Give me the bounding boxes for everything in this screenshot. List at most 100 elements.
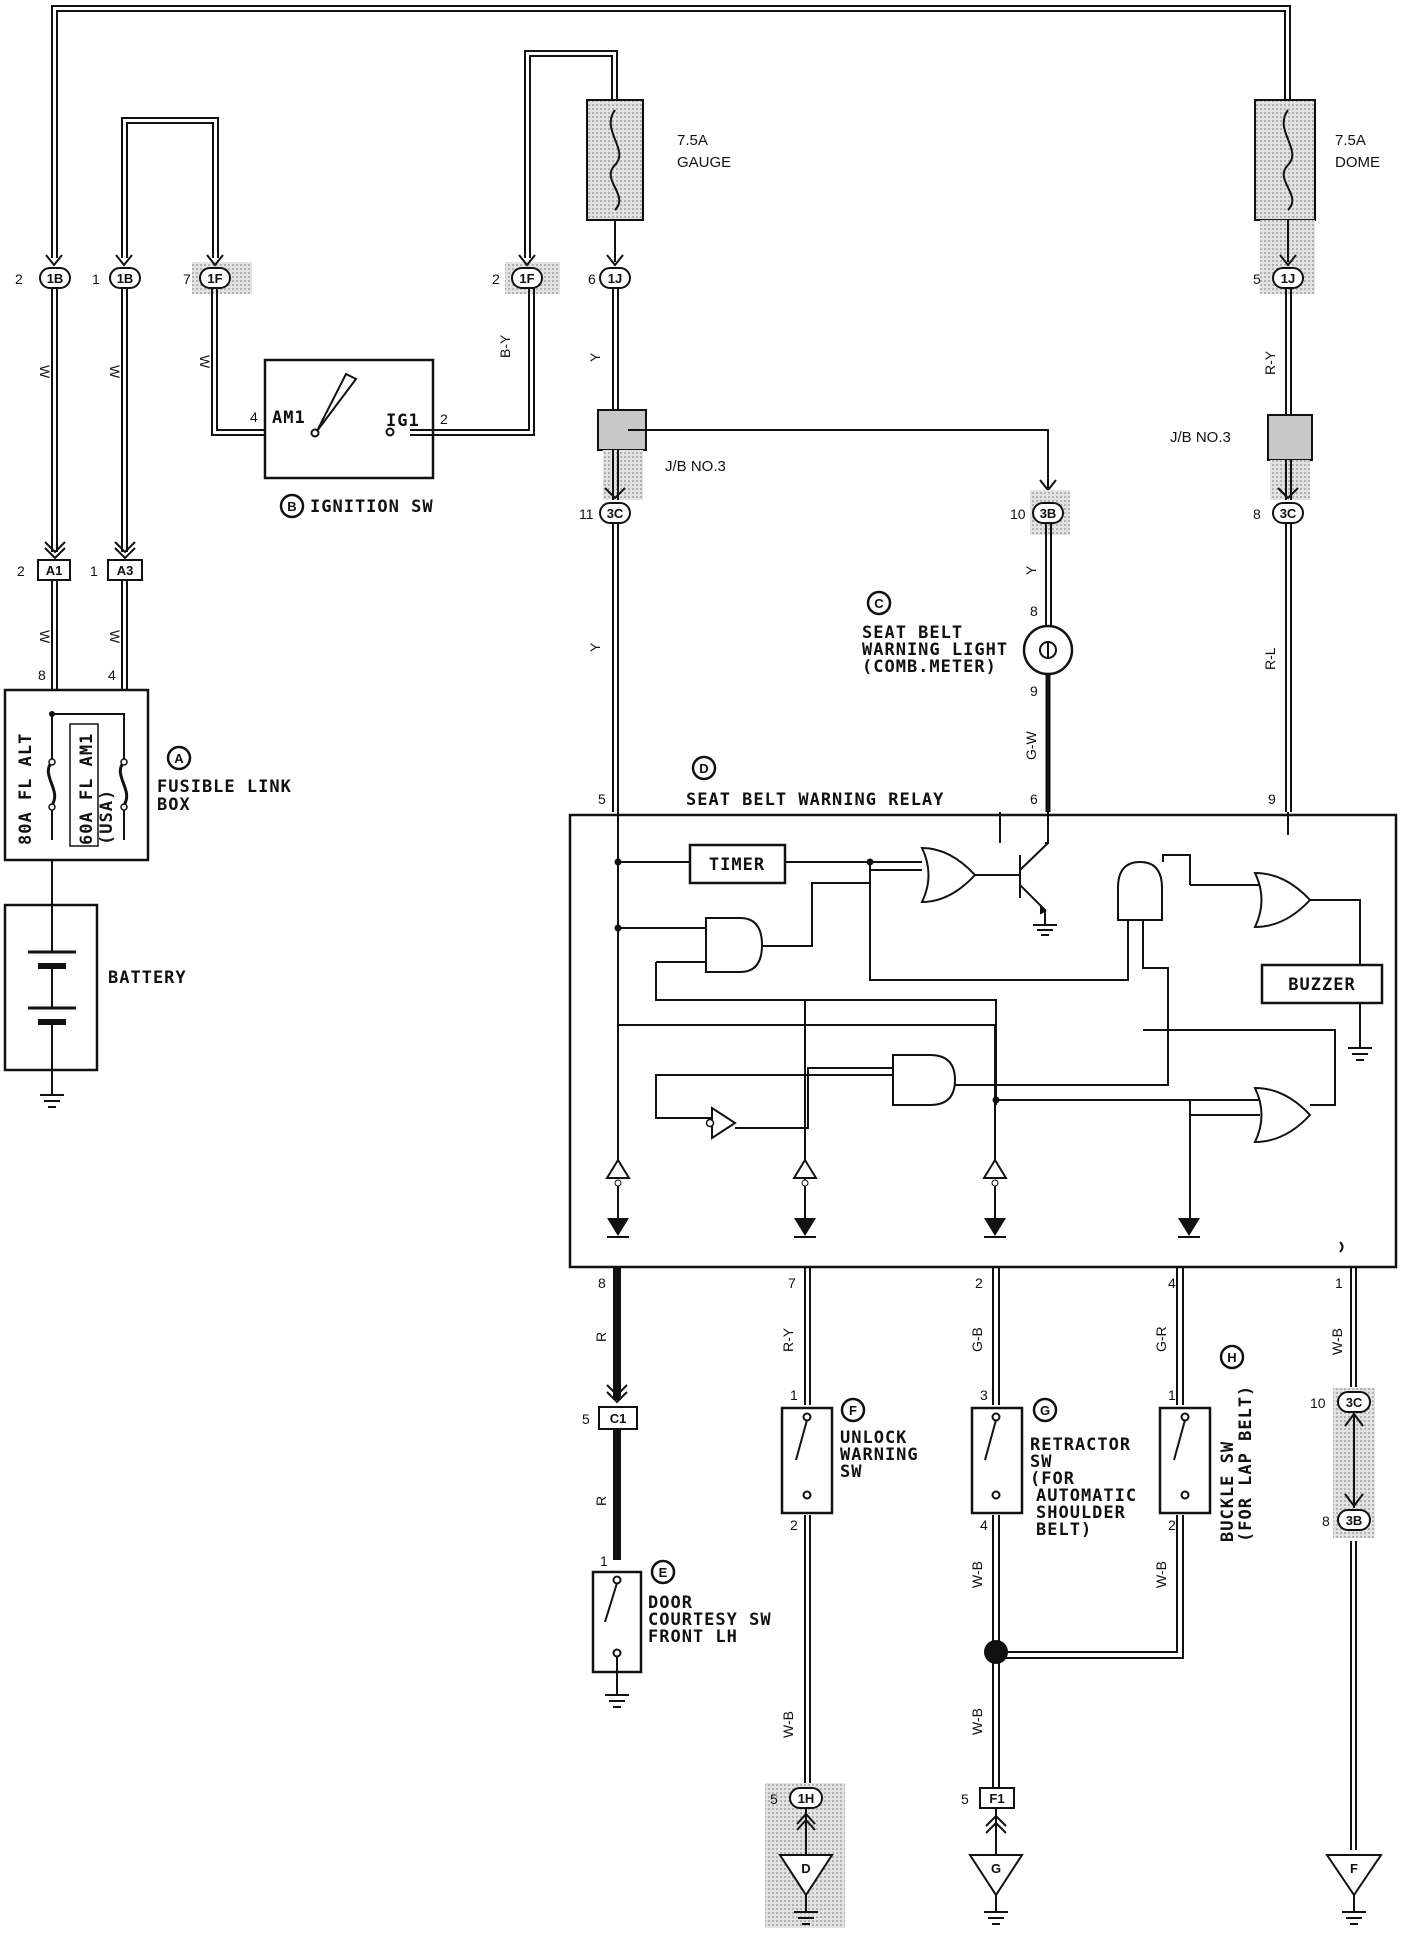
svg-text:SEAT BELT: SEAT BELT xyxy=(862,623,963,643)
svg-text:4: 4 xyxy=(1168,1275,1176,1291)
svg-text:6: 6 xyxy=(1030,791,1038,807)
svg-text:4: 4 xyxy=(980,1517,988,1533)
svg-text:3C: 3C xyxy=(1346,1395,1363,1410)
wire-color-r1: R xyxy=(593,1332,609,1342)
unlock-sw-badge-icon xyxy=(840,1397,866,1423)
wire-color-rl: R-L xyxy=(1262,647,1278,670)
wire-color-w2: W xyxy=(107,365,123,379)
svg-text:F1: F1 xyxy=(989,1791,1004,1806)
wire-color-gr: G-R xyxy=(1153,1326,1169,1352)
svg-text:AUTOMATIC: AUTOMATIC xyxy=(1036,1486,1137,1506)
svg-text:1: 1 xyxy=(790,1387,798,1403)
wire-color-wb5: W-B xyxy=(969,1708,985,1735)
dome-fuse-name: DOME xyxy=(1335,154,1380,171)
svg-text:(FOR: (FOR xyxy=(1030,1469,1075,1489)
battery-label: BATTERY xyxy=(108,968,187,988)
svg-text:8: 8 xyxy=(1030,603,1038,619)
svg-text:1J: 1J xyxy=(1281,271,1295,286)
jb-right-label: J/B NO.3 xyxy=(1170,429,1231,446)
svg-text:1: 1 xyxy=(92,271,100,287)
wire-color-w5: W xyxy=(107,630,123,644)
svg-text:1F: 1F xyxy=(207,271,222,286)
retractor-sw-badge-icon xyxy=(1032,1397,1058,1423)
svg-text:1B: 1B xyxy=(47,271,64,286)
svg-text:DOOR: DOOR xyxy=(648,1593,693,1613)
connector-1b-2: 1B 2 xyxy=(15,254,71,289)
wire-color-w1: W xyxy=(37,365,53,379)
dome-path: 3C 8 J/B NO.3 xyxy=(1170,288,1313,812)
svg-text:A3: A3 xyxy=(117,563,134,578)
ground-d: 1H 5 D xyxy=(765,1783,845,1928)
svg-text:8: 8 xyxy=(1322,1513,1330,1529)
svg-text:60A FL AM1: 60A FL AM1 xyxy=(77,733,97,845)
ground-f: F xyxy=(1325,1854,1383,1925)
door-courtesy-switch: 1 E DOOR COURTESY SW FRONT LH xyxy=(591,1553,772,1708)
svg-text:A1: A1 xyxy=(46,563,63,578)
buzzer-box xyxy=(1260,963,1384,1005)
wire-color-wb2: W-B xyxy=(780,1711,796,1738)
retractor-switch: 3 4 G RETRACTOR SW (FOR AUTOMATIC SHOULD… xyxy=(970,1387,1137,1540)
wire-color-gw: G-W xyxy=(1023,730,1039,760)
svg-text:5: 5 xyxy=(770,1791,778,1807)
svg-text:9: 9 xyxy=(1030,683,1038,699)
gauge-path: 3C 11 J/B NO.3 3B 10 xyxy=(579,288,1070,812)
svg-text:TIMER: TIMER xyxy=(709,855,765,875)
svg-text:1F: 1F xyxy=(519,271,534,286)
svg-text:1: 1 xyxy=(90,563,98,579)
seat-belt-warning-light: 8 9 C SEAT BELT WARNING LIGHT (COMB.METE… xyxy=(862,523,1074,812)
unlock-warning-switch: 1 2 F UNLOCK WARNING SW xyxy=(780,1387,918,1533)
svg-text:1J: 1J xyxy=(608,271,622,286)
svg-text:(USA): (USA) xyxy=(97,789,117,845)
svg-text:2: 2 xyxy=(975,1275,983,1291)
relay-badge-icon xyxy=(691,755,717,781)
wire-color-wb4: W-B xyxy=(1153,1561,1169,1588)
connector-1f-2: 1F 2 xyxy=(492,254,560,294)
svg-text:D: D xyxy=(801,1861,810,1876)
buckle-switch: 1 2 H BUCKLE SW (FOR LAP BELT) xyxy=(1158,1344,1256,1542)
svg-text:5: 5 xyxy=(1253,271,1261,287)
relay-label: SEAT BELT WARNING RELAY xyxy=(686,790,944,810)
wire-color-w4: W xyxy=(37,630,53,644)
seat-belt-warning-relay: D SEAT BELT WARNING RELAY 5 6 9 TIMER xyxy=(568,755,1398,1291)
battery: BATTERY xyxy=(3,860,187,1108)
svg-text:FRONT LH: FRONT LH xyxy=(648,1627,738,1647)
wire-color-y1: Y xyxy=(587,352,603,362)
right-lower-connectors: 3C 10 3B 8 xyxy=(1310,1388,1375,1538)
svg-text:E: E xyxy=(659,1565,668,1580)
dome-fuse: 7.5A DOME xyxy=(1254,99,1380,221)
ground-g: F1 5 G xyxy=(961,1787,1024,1925)
gauge-fuse: 7.5A GAUGE xyxy=(586,99,731,221)
svg-text:FUSIBLE LINK: FUSIBLE LINK xyxy=(157,777,292,797)
svg-text:1: 1 xyxy=(1168,1387,1176,1403)
fusible-link-badge-icon xyxy=(166,745,192,771)
buckle-sw-badge-icon xyxy=(1219,1344,1245,1370)
svg-text:6: 6 xyxy=(588,271,596,287)
svg-text:(FOR LAP BELT): (FOR LAP BELT) xyxy=(1236,1385,1256,1542)
svg-text:COURTESY SW: COURTESY SW xyxy=(648,1610,772,1630)
wire-color-ry2: R-Y xyxy=(780,1327,796,1352)
svg-text:2: 2 xyxy=(440,411,448,427)
svg-text:BUCKLE SW: BUCKLE SW xyxy=(1218,1441,1238,1542)
wire-color-by: B-Y xyxy=(497,334,513,358)
svg-text:IG1: IG1 xyxy=(386,411,420,431)
svg-text:8: 8 xyxy=(1253,506,1261,522)
svg-text:1B: 1B xyxy=(117,271,134,286)
svg-text:7: 7 xyxy=(183,271,191,287)
svg-text:A: A xyxy=(174,751,184,766)
wire-color-wb3: W-B xyxy=(969,1561,985,1588)
svg-text:5: 5 xyxy=(598,791,606,807)
top-bus-wires xyxy=(51,5,1291,258)
svg-text:SHOULDER: SHOULDER xyxy=(1036,1503,1126,1523)
svg-text:WARNING LIGHT: WARNING LIGHT xyxy=(862,640,1008,660)
svg-text:80A FL ALT: 80A FL ALT xyxy=(16,733,36,845)
wire-color-ry1: R-Y xyxy=(1262,350,1278,375)
svg-text:3B: 3B xyxy=(1346,1513,1363,1528)
svg-text:SW: SW xyxy=(1030,1452,1052,1472)
left-wires xyxy=(51,288,535,690)
lower-wires: C1 5 xyxy=(582,1267,1357,1850)
svg-text:2: 2 xyxy=(492,271,500,287)
svg-text:BUZZER: BUZZER xyxy=(1288,975,1355,995)
fusible-link-box: 8 4 80A FL ALT 60A FL AM1 (USA) A FUSIBL… xyxy=(3,667,292,862)
svg-text:5: 5 xyxy=(582,1411,590,1427)
